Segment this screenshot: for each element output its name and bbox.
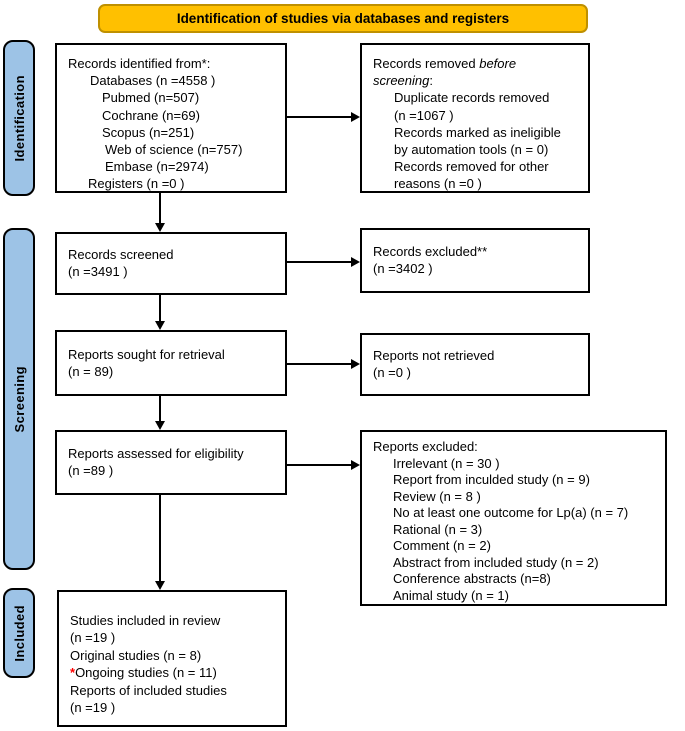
box-reports-not-retrieved: Reports not retrieved (n =0 ) — [360, 333, 590, 396]
text-part-italic: before — [479, 56, 517, 71]
text-line: Scopus (n=251) — [102, 124, 195, 140]
text-line: Report from inculded study (n = 9) — [393, 472, 590, 487]
text-line: Duplicate records removed — [394, 90, 550, 106]
text-line: Review (n = 8 ) — [393, 488, 481, 504]
text-line: Irrelevant (n = 30 ) — [393, 455, 500, 471]
text-part: : — [429, 73, 433, 89]
arrow-identified-to-screened-line — [159, 193, 161, 223]
text-line: Web of science (n=757) — [105, 142, 243, 158]
banner-title: Identification of studies via databases … — [98, 4, 588, 33]
text-line: Pubmed (n=507) — [102, 90, 200, 106]
text-line: Reports of included studies — [70, 682, 227, 698]
stage-label-screening: Screening — [3, 228, 35, 570]
box-reports-assessed: Reports assessed for eligibility (n =89 … — [55, 430, 287, 495]
text-line: Studies included in review — [70, 613, 221, 628]
text-line: Reports assessed for eligibility — [68, 446, 244, 461]
text-line: Records removed before — [373, 55, 586, 72]
arrow-identified-to-removed-line — [287, 116, 351, 118]
arrow-assessed-to-included-line — [159, 495, 161, 581]
text-line: Registers (n =0 ) — [88, 176, 185, 192]
text-line: (n =3491 ) — [68, 264, 128, 280]
text-line: (n =19 ) — [70, 630, 116, 646]
arrow-assessed-to-reportsexcluded-line — [287, 464, 351, 466]
arrow-screened-to-excluded-head — [351, 257, 360, 267]
text-line: *Ongoing studies (n = 11) — [70, 664, 283, 681]
arrow-assessed-to-reportsexcluded-head — [351, 460, 360, 470]
text-line: (n =0 ) — [373, 365, 411, 381]
arrow-screened-to-sought-line — [159, 295, 161, 321]
text-line: (n =19 ) — [70, 700, 116, 716]
text-line: Reports sought for retrieval — [68, 347, 225, 362]
text-line: Reports excluded: — [373, 439, 478, 454]
box-records-excluded: Records excluded** (n =3402 ) — [360, 228, 590, 293]
text-line: Databases (n =4558 ) — [90, 73, 216, 89]
arrow-screened-to-excluded-line — [287, 261, 351, 263]
text-line: Reports not retrieved — [373, 348, 495, 363]
stage-label-identification-text: Identification — [11, 74, 27, 162]
arrow-sought-to-notretrieved-line — [287, 363, 351, 365]
arrow-sought-to-assessed-head — [155, 421, 165, 430]
text-part-italic: screening — [373, 73, 430, 89]
text-part: Records removed — [373, 56, 480, 71]
text-line: Records removed for other — [394, 159, 549, 175]
box-studies-included: Studies included in review (n =19 ) Orig… — [57, 590, 287, 727]
text-line: No at least one outcome for Lp(a) (n = 7… — [393, 505, 629, 520]
text-line: Embase (n=2974) — [105, 159, 209, 175]
text-line: screening: — [373, 72, 586, 89]
text-line: by automation tools (n = 0) — [394, 142, 549, 158]
text-line: (n =1067 ) — [394, 107, 454, 123]
stage-label-included-text: Included — [11, 604, 27, 662]
stage-label-identification: Identification — [3, 40, 35, 196]
text-line: Records excluded** — [373, 244, 488, 259]
text-line: Original studies (n = 8) — [70, 647, 202, 663]
text-line: Rational (n = 3) — [393, 521, 483, 537]
box-records-identified: Records identified from*: Databases (n =… — [55, 43, 287, 193]
arrow-assessed-to-included-head — [155, 581, 165, 590]
text-line: Records marked as ineligible — [394, 124, 561, 140]
text-part: Ongoing studies (n = 11) — [75, 665, 217, 681]
stage-label-included: Included — [3, 588, 35, 678]
arrow-sought-to-assessed-line — [159, 396, 161, 421]
arrow-identified-to-removed-head — [351, 112, 360, 122]
text-line: Abstract from included study (n = 2) — [393, 554, 599, 570]
arrow-screened-to-sought-head — [155, 321, 165, 330]
text-line: Animal study (n = 1) — [393, 587, 509, 603]
text-line: Records screened — [68, 247, 174, 262]
box-reports-excluded: Reports excluded: Irrelevant (n = 30 ) R… — [360, 430, 667, 606]
box-records-removed: Records removed before screening: Duplic… — [360, 43, 590, 193]
text-line: Conference abstracts (n=8) — [393, 571, 551, 586]
box-reports-sought: Reports sought for retrieval (n = 89) — [55, 330, 287, 396]
text-line: Comment (n = 2) — [393, 538, 491, 553]
arrow-sought-to-notretrieved-head — [351, 359, 360, 369]
text-line: (n =89 ) — [68, 463, 114, 479]
text-line: Cochrane (n=69) — [102, 107, 200, 123]
text-line: reasons (n =0 ) — [394, 176, 482, 192]
red-asterisk: * — [70, 665, 76, 681]
text-line: Records identified from*: — [68, 56, 211, 71]
banner-title-label: Identification of studies via databases … — [176, 11, 510, 26]
arrow-identified-to-screened-head — [155, 223, 165, 232]
text-line: (n = 89) — [68, 364, 114, 380]
box-records-screened: Records screened (n =3491 ) — [55, 232, 287, 295]
text-line: (n =3402 ) — [373, 261, 433, 277]
stage-label-screening-text: Screening — [11, 365, 27, 433]
